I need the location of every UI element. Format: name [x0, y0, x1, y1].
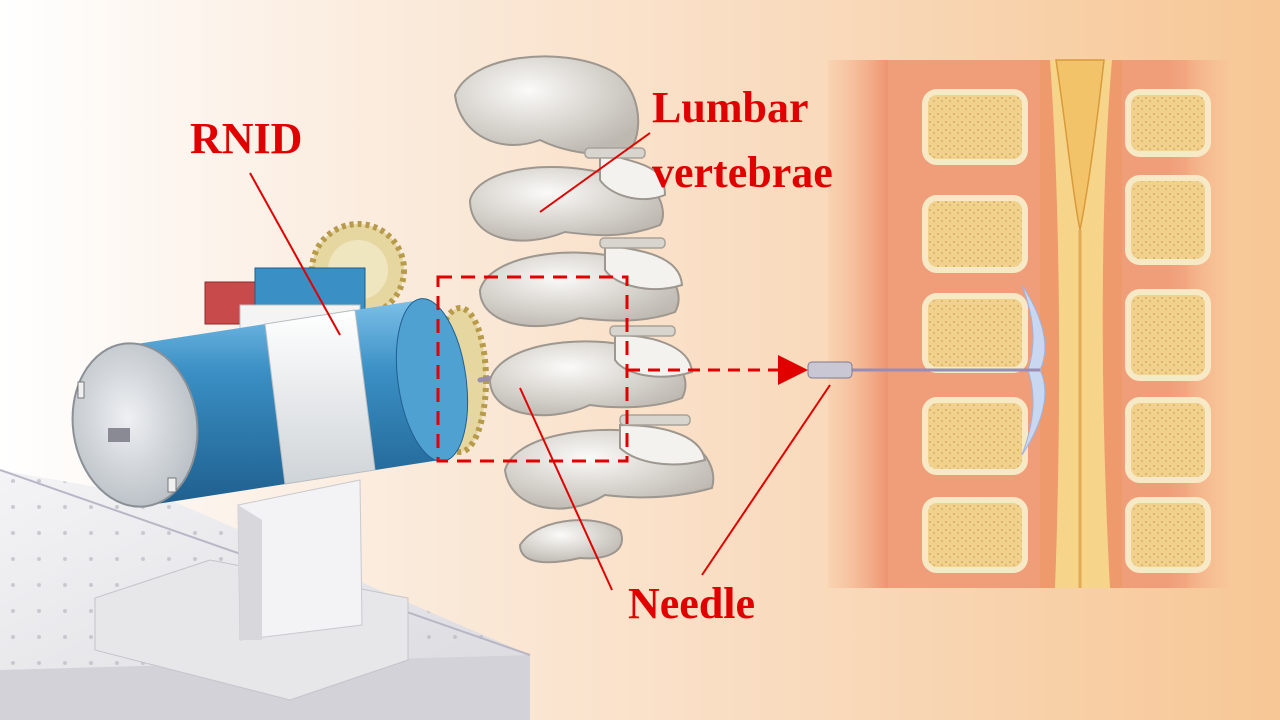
leader-lines — [249, 132, 831, 591]
rnid-device-icon — [71, 221, 563, 701]
spinal-section-icon — [807, 59, 1228, 588]
leader-vertebrae — [539, 132, 651, 213]
leader-needle-model — [519, 387, 613, 591]
lumbar-spine-icon — [453, 55, 715, 564]
leader-rnid — [249, 172, 341, 336]
label-vertebrae: vertebrae — [652, 148, 833, 197]
label-lumbar: Lumbar — [652, 83, 809, 132]
label-rnid: RNID — [190, 114, 303, 163]
leader-needle-section — [701, 384, 831, 576]
label-needle: Needle — [628, 579, 756, 628]
zoom-region-box — [436, 275, 629, 463]
